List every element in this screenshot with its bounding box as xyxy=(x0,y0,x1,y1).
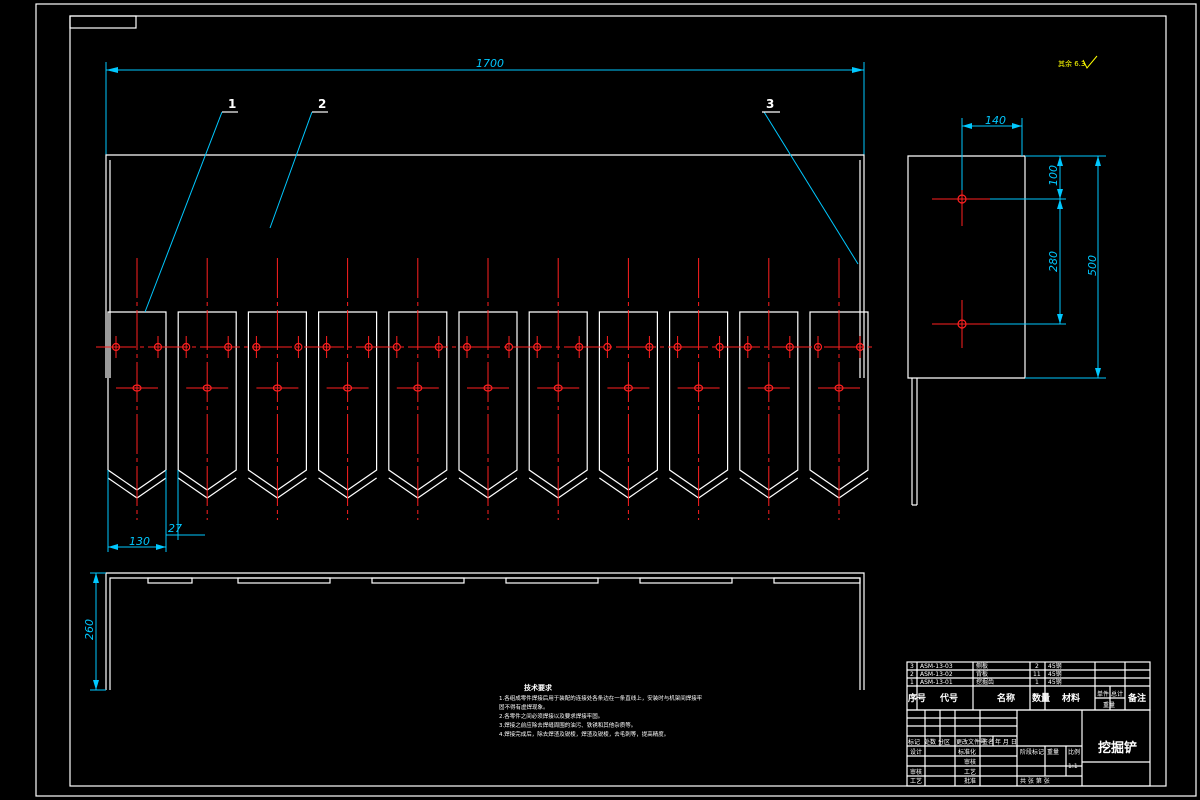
svg-text:ASM-13-01: ASM-13-01 xyxy=(920,679,953,686)
svg-text:备注: 备注 xyxy=(1127,692,1146,704)
svg-text:2.各零件之间必须焊接以及要求焊接牢固。: 2.各零件之间必须焊接以及要求焊接牢固。 xyxy=(499,712,603,720)
svg-text:单件: 单件 xyxy=(1097,690,1109,698)
title-block: 标记 处数 分区 更改文件号 签名 年 月 日 设计 标准化 审核 工艺 审核 … xyxy=(906,709,1151,787)
digging-tooth xyxy=(107,258,167,520)
svg-text:审核: 审核 xyxy=(964,758,976,766)
bom-table: 3 ASM-13-03 侧板 2 45钢 2 ASM-13-02 背板 11 4… xyxy=(906,661,1151,711)
svg-text:数量: 数量 xyxy=(1032,692,1050,704)
dim-tooth-width: 130 xyxy=(107,470,167,552)
svg-text:技术要求: 技术要求 xyxy=(524,683,553,692)
svg-text:年 月 日: 年 月 日 xyxy=(995,738,1017,746)
outer-border xyxy=(35,3,1197,797)
svg-text:处数: 处数 xyxy=(924,738,936,746)
side-view xyxy=(907,155,1026,506)
svg-text:27: 27 xyxy=(168,522,182,535)
dim-overall-width: 1700 xyxy=(105,57,865,156)
svg-text:固不得有虚焊现象。: 固不得有虚焊现象。 xyxy=(499,703,549,711)
svg-text:100: 100 xyxy=(1047,165,1060,186)
svg-text:工艺: 工艺 xyxy=(964,768,976,776)
digging-tooth xyxy=(458,258,518,520)
callout-1: 1 xyxy=(144,97,238,313)
top-view-plate xyxy=(105,572,865,690)
svg-text:130: 130 xyxy=(129,535,150,548)
svg-text:500: 500 xyxy=(1086,255,1099,276)
svg-text:1.各组成零件焊接后用于装配的连接处各条边在一条直线上，安装: 1.各组成零件焊接后用于装配的连接处各条边在一条直线上，安装时与机架间焊接牢 xyxy=(499,694,703,702)
svg-text:2: 2 xyxy=(318,97,326,111)
svg-text:总计: 总计 xyxy=(1111,690,1123,698)
svg-text:材料: 材料 xyxy=(1061,692,1080,704)
svg-text:1:1: 1:1 xyxy=(1068,763,1078,770)
svg-text:共 张 第 张: 共 张 第 张 xyxy=(1020,777,1050,785)
svg-text:审核: 审核 xyxy=(910,768,922,776)
svg-text:3.焊接之前应除去焊缝周围的油污、铁锈和其他杂质等。: 3.焊接之前应除去焊缝周围的油污、铁锈和其他杂质等。 xyxy=(499,721,636,729)
svg-text:序号: 序号 xyxy=(908,692,926,704)
digging-tooth xyxy=(739,258,799,520)
callout-3: 3 xyxy=(762,97,859,265)
svg-text:260: 260 xyxy=(83,619,96,640)
svg-text:3: 3 xyxy=(910,663,914,670)
digging-tooth xyxy=(528,258,588,520)
svg-text:ASM-13-02: ASM-13-02 xyxy=(920,671,953,678)
svg-text:1: 1 xyxy=(910,679,914,686)
part-name: 挖掘铲 xyxy=(1098,740,1137,756)
svg-text:45钢: 45钢 xyxy=(1048,678,1062,686)
digging-tooth xyxy=(388,258,448,520)
digging-tooth xyxy=(177,258,237,520)
digging-tooth xyxy=(668,258,729,520)
digging-tooth xyxy=(247,258,307,520)
svg-text:1: 1 xyxy=(1035,679,1039,686)
svg-text:1: 1 xyxy=(228,97,236,111)
svg-text:重量: 重量 xyxy=(1103,701,1115,709)
svg-text:45钢: 45钢 xyxy=(1048,670,1062,678)
svg-text:标记: 标记 xyxy=(908,738,920,746)
drawing-frame xyxy=(69,15,1167,787)
svg-text:批准: 批准 xyxy=(964,777,976,785)
svg-text:签名: 签名 xyxy=(982,738,994,746)
svg-text:名称: 名称 xyxy=(997,692,1015,704)
svg-text:工艺: 工艺 xyxy=(910,777,922,785)
digging-tooth xyxy=(598,258,659,520)
svg-text:设计: 设计 xyxy=(910,748,922,756)
svg-text:重量: 重量 xyxy=(1047,748,1059,756)
svg-text:280: 280 xyxy=(1047,251,1060,272)
svg-text:3: 3 xyxy=(766,97,774,111)
svg-text:更改文件号: 更改文件号 xyxy=(956,738,986,746)
side-dims: 140 100 280 500 xyxy=(961,114,1106,379)
svg-text:背板: 背板 xyxy=(976,670,988,678)
svg-text:2: 2 xyxy=(910,671,914,678)
roughness-symbol: 其余 6.3 xyxy=(1058,55,1098,69)
svg-text:140: 140 xyxy=(985,114,1006,127)
svg-text:其余 6.3: 其余 6.3 xyxy=(1058,59,1085,68)
svg-text:分区: 分区 xyxy=(938,738,950,746)
dim-side-height: 260 xyxy=(83,572,106,691)
callout-2: 2 xyxy=(269,97,328,229)
svg-text:11: 11 xyxy=(1033,671,1041,678)
technical-notes: 技术要求 1.各组成零件焊接后用于装配的连接处各条边在一条直线上，安装时与机架间… xyxy=(499,683,703,738)
svg-text:侧板: 侧板 xyxy=(976,662,988,670)
svg-text:4.焊接完成后，除去焊渣及锐棱，焊渣及锐棱，去毛刺等，提高精: 4.焊接完成后，除去焊渣及锐棱，焊渣及锐棱，去毛刺等，提高精度。 xyxy=(499,730,669,738)
svg-text:代号: 代号 xyxy=(939,692,958,704)
dim-1700-text: 1700 xyxy=(476,57,504,70)
teeth-group xyxy=(107,258,869,520)
svg-text:比例: 比例 xyxy=(1068,748,1080,756)
digging-tooth xyxy=(318,258,378,520)
svg-text:ASM-13-03: ASM-13-03 xyxy=(920,663,953,670)
svg-text:2: 2 xyxy=(1035,663,1039,670)
digging-tooth xyxy=(809,258,869,520)
svg-text:阶段标记: 阶段标记 xyxy=(1020,748,1044,756)
svg-text:45钢: 45钢 xyxy=(1048,662,1062,670)
dim-tooth-gap: 27 xyxy=(166,470,205,540)
svg-text:标准化: 标准化 xyxy=(958,748,976,756)
code-box xyxy=(69,15,137,29)
svg-text:挖掘齿: 挖掘齿 xyxy=(976,678,994,686)
